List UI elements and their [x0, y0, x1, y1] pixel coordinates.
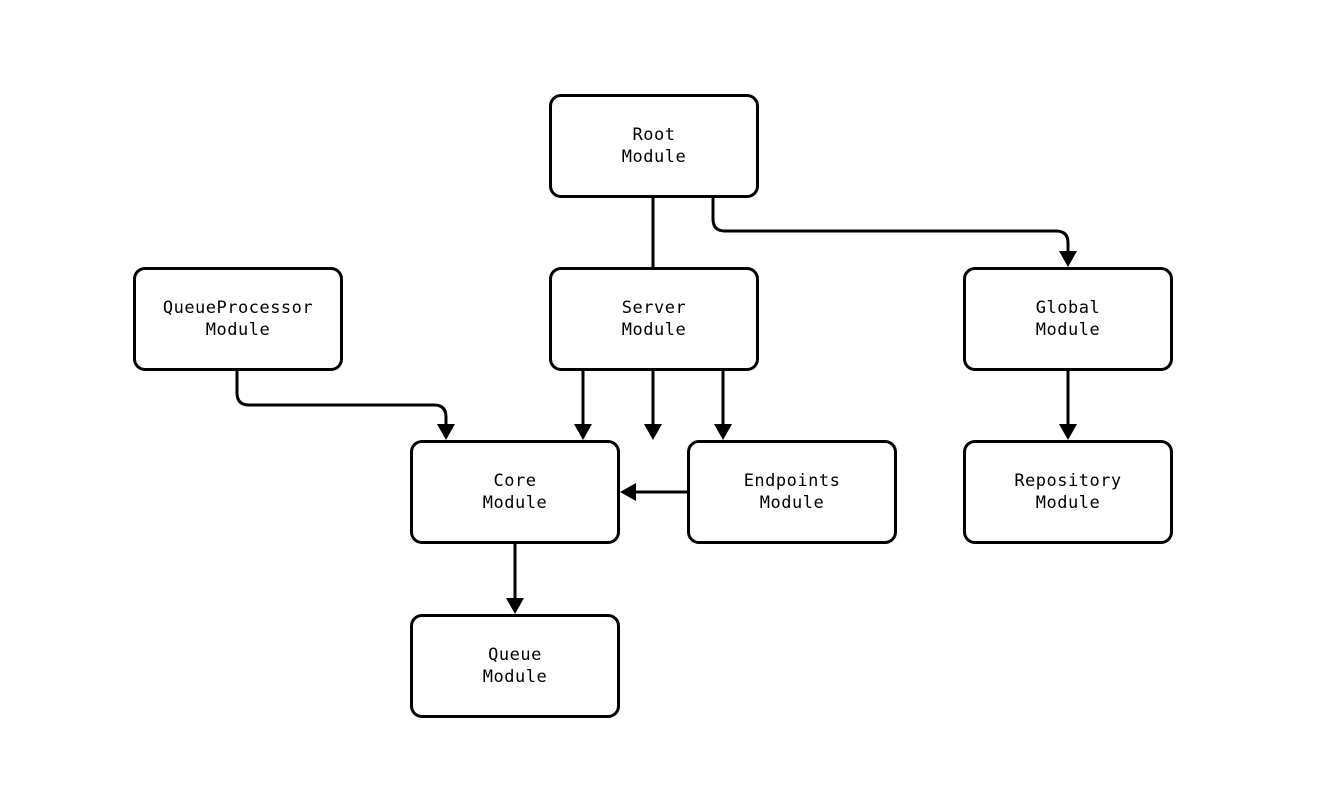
arrowhead-server-to-core [574, 424, 592, 440]
arrowhead-server-to-endpoints [714, 424, 732, 440]
arrowhead-queueprocessor-to-core [437, 424, 455, 440]
node-root[interactable]: Root Module [549, 94, 759, 198]
node-repository-line1: Repository [1014, 471, 1122, 491]
edge-server-to-endpoints [714, 371, 732, 440]
node-core-line2: Module [482, 493, 548, 513]
edge-root-to-global [711, 198, 1077, 267]
arrowhead-global-to-repository [1059, 424, 1077, 440]
node-global-line2: Module [1035, 320, 1101, 340]
node-repository-line2: Module [1035, 493, 1101, 513]
node-server[interactable]: Server Module [549, 267, 759, 371]
edge-server-to-core [574, 371, 592, 440]
arrowhead-core-to-queue [506, 598, 524, 614]
node-core[interactable]: Core Module [410, 440, 620, 544]
node-endpoints[interactable]: Endpoints Module [687, 440, 897, 544]
node-root-line2: Module [621, 147, 687, 167]
node-global[interactable]: Global Module [963, 267, 1173, 371]
edge-queueprocessor-to-core [235, 371, 455, 440]
edge-global-to-repository [1059, 371, 1077, 440]
node-endpoints-line1: Endpoints [743, 471, 841, 491]
arrowhead-root-to-global [1059, 251, 1077, 267]
node-global-line1: Global [1035, 298, 1101, 318]
node-queue-line1: Queue [488, 645, 542, 665]
node-core-line1: Core [493, 471, 537, 491]
node-root-line1: Root [632, 125, 676, 145]
node-queueprocessor-line1: QueueProcessor [162, 298, 314, 318]
node-repository[interactable]: Repository Module [963, 440, 1173, 544]
node-queueprocessor-line2: Module [205, 320, 271, 340]
node-endpoints-line2: Module [759, 493, 825, 513]
node-queue[interactable]: Queue Module [410, 614, 620, 718]
node-server-line1: Server [621, 298, 687, 318]
node-queue-line2: Module [482, 667, 548, 687]
node-server-line2: Module [621, 320, 687, 340]
edge-core-to-queue [506, 544, 524, 614]
arrowhead-endpoints-to-core [620, 483, 636, 501]
edge-endpoints-to-core [620, 483, 687, 501]
arrowhead-root-to-server [644, 424, 662, 440]
node-queueprocessor[interactable]: QueueProcessor Module [133, 267, 343, 371]
